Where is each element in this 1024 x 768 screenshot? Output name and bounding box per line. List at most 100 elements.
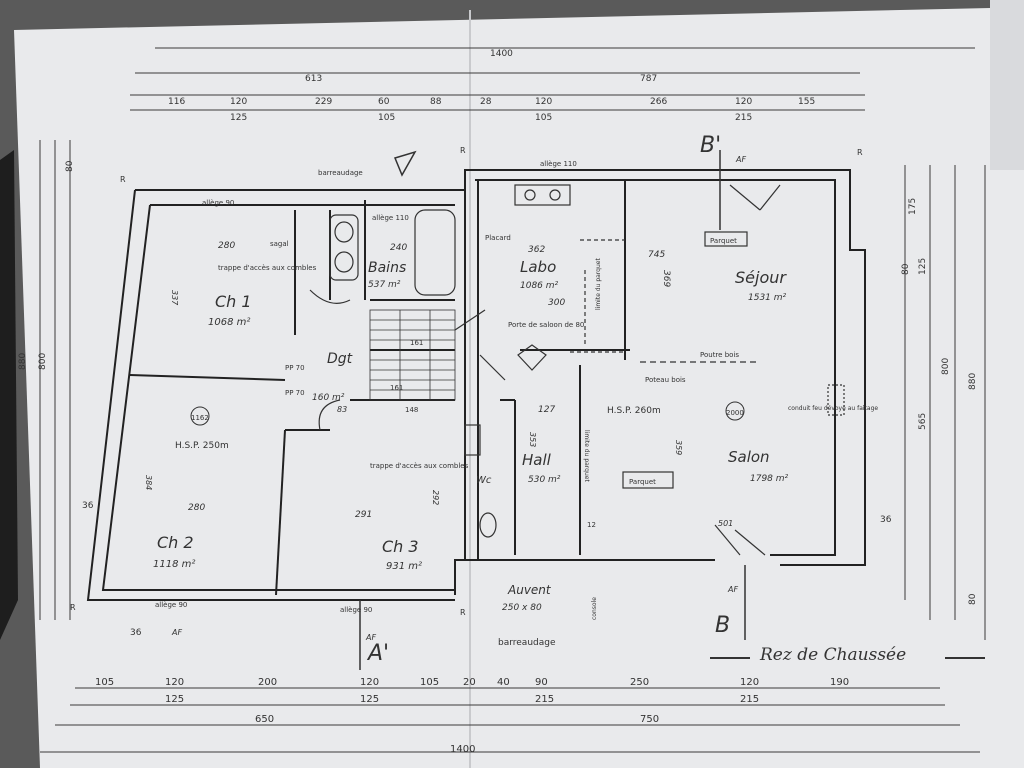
- section-label: AF: [727, 585, 738, 594]
- dim: 60: [378, 97, 390, 107]
- room-name: Hall: [522, 451, 552, 469]
- dim: 155: [798, 97, 815, 107]
- room-area: 250 x 80: [502, 603, 542, 613]
- note-poteau: Poteau bois: [645, 376, 686, 384]
- room-labo: Labo 1086 m² 362 300: [520, 245, 565, 308]
- room-dim: 362: [528, 245, 545, 255]
- dim: 215: [535, 694, 554, 705]
- dim: 120: [360, 677, 379, 688]
- room-name: Ch 2: [157, 533, 194, 552]
- dim-top-total: 1400: [490, 49, 513, 59]
- note-parquet: Parquet: [710, 237, 737, 245]
- rooms: Ch 1 1068 m² 280 337 Bains 537 m² 240 La…: [144, 241, 789, 613]
- note-trappe: trappe d'accès aux combles: [218, 264, 317, 272]
- top-dimensions: 1400 613 787 116 120 229 60 88 28 120 26…: [168, 49, 815, 123]
- room-area: 1798 m²: [750, 474, 789, 484]
- section-label: B': [700, 133, 721, 158]
- room-dim: 291: [355, 510, 372, 520]
- dim: 80: [901, 263, 911, 275]
- room-area: 1086 m²: [520, 281, 559, 291]
- room-dim: 300: [548, 298, 565, 308]
- dim: 650: [255, 714, 274, 725]
- dim: 200: [258, 677, 277, 688]
- dim: 175: [908, 198, 918, 215]
- room-dim: 280: [218, 241, 235, 251]
- room-name: Ch 1: [215, 292, 252, 311]
- room-dim: 292: [431, 490, 440, 505]
- room-dim: 127: [538, 405, 555, 415]
- room-dim: 240: [390, 243, 407, 253]
- dim: 120: [230, 97, 247, 107]
- note-sagal: sagal: [270, 240, 289, 248]
- dim-top-2: 787: [640, 74, 657, 84]
- dim: 565: [918, 413, 928, 430]
- dim: 120: [535, 97, 552, 107]
- room-dim: 337: [170, 290, 179, 306]
- room-name: Auvent: [507, 583, 552, 597]
- room-area: 1118 m²: [153, 559, 195, 570]
- dim: 120: [740, 677, 759, 688]
- dim: 190: [830, 677, 849, 688]
- dim: 105: [535, 113, 552, 123]
- note-console: console: [591, 597, 598, 620]
- dim: 28: [480, 97, 492, 107]
- dim-bottom-total: 1400: [450, 744, 475, 755]
- dim: 125: [360, 694, 379, 705]
- room-name: Ch 3: [382, 537, 419, 556]
- section-label: AF: [171, 628, 182, 637]
- note-allege: allège 90: [155, 601, 187, 609]
- room-area: 537 m²: [368, 280, 401, 290]
- dim: 105: [420, 677, 439, 688]
- room-dim: 384: [144, 475, 153, 490]
- room-dgt: Dgt 160 m² 83: [312, 351, 353, 414]
- note-pp: PP 70: [285, 389, 305, 397]
- room-sejour: Séjour 1531 m² 745 369: [648, 250, 787, 303]
- room-dim: 280: [188, 503, 205, 513]
- section-label: AF: [735, 155, 746, 164]
- dim: 80: [968, 593, 978, 605]
- dim: 800: [38, 353, 48, 370]
- room-auvent: Auvent 250 x 80: [502, 583, 552, 613]
- dim: 266: [650, 97, 667, 107]
- note-stair: 161: [410, 339, 423, 347]
- note-poutre: Poutre bois: [700, 351, 739, 359]
- note-stair: 148: [405, 406, 418, 414]
- marker: 1162: [191, 414, 209, 422]
- note-parquet: Parquet: [629, 478, 656, 486]
- room-ch3: Ch 3 931 m² 291 292: [355, 490, 440, 572]
- dim-top-1: 613: [305, 74, 322, 84]
- marker: R: [70, 603, 76, 612]
- note-limite: limite du parquet: [595, 258, 602, 310]
- dim: 88: [430, 97, 442, 107]
- dim: 40: [497, 677, 510, 688]
- annotations: barreaudage allège 110 allège 90 allège …: [155, 160, 878, 648]
- room-dim: 353: [528, 432, 537, 447]
- room-area: 530 m²: [528, 475, 561, 485]
- note-hsp: H.S.P. 260m: [607, 406, 661, 416]
- note-allege: allège 110: [540, 160, 577, 168]
- room-ch2: Ch 2 1118 m² 280 384: [144, 475, 205, 570]
- dim: 20: [463, 677, 476, 688]
- room-dim: 359: [674, 440, 683, 455]
- room-bains: Bains 537 m² 240: [368, 243, 407, 290]
- dim: 105: [95, 677, 114, 688]
- marker: R: [460, 146, 466, 155]
- dim: 215: [735, 113, 752, 123]
- dim: 120: [165, 677, 184, 688]
- marker: 2000: [726, 409, 744, 417]
- note-stair: 161: [390, 384, 403, 392]
- room-wc: Wc: [476, 475, 492, 486]
- note-barreaudage: barreaudage: [498, 638, 556, 648]
- note-barreaudage: barreaudage: [318, 169, 363, 177]
- dim: 80: [65, 160, 75, 172]
- dim: 105: [378, 113, 395, 123]
- dim: 125: [165, 694, 184, 705]
- room-area: 160 m²: [312, 393, 345, 403]
- note-allege: allège 110: [372, 214, 409, 222]
- room-name: Séjour: [735, 268, 787, 287]
- section-label: AF: [365, 633, 376, 642]
- room-dim: 369: [661, 270, 671, 287]
- dim: 36: [880, 515, 892, 525]
